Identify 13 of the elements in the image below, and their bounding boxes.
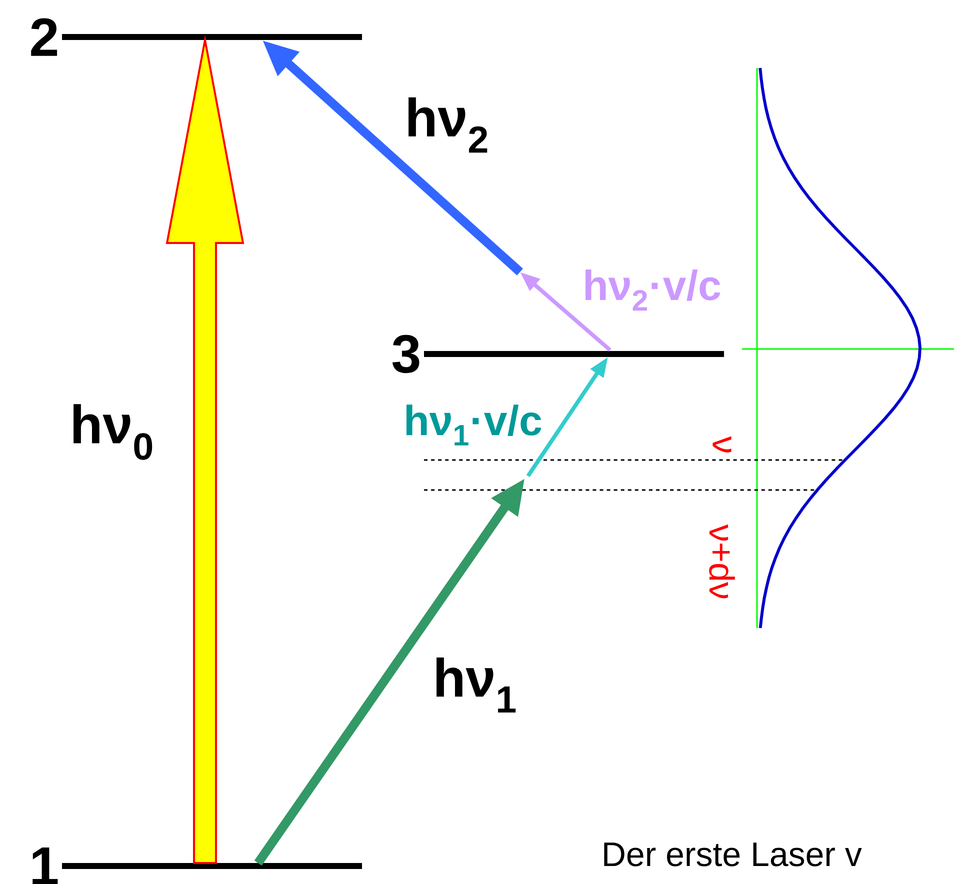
edge-label: hν$_{1}$ xyxy=(436,658,516,712)
energy-level: 3 xyxy=(392,334,724,374)
frequency-label: ν+dν xyxy=(709,524,735,598)
edge-label: hν$_{2}$ xyxy=(408,97,488,153)
frequency-label: ν xyxy=(712,436,732,452)
node-label: 2 xyxy=(31,18,58,56)
edge-label: hν$_{1}$·v/c xyxy=(406,404,542,446)
energy-level: 2 xyxy=(31,18,362,56)
arrow xyxy=(166,34,244,864)
edge-label: hν$_{2}$·v/c xyxy=(586,269,720,311)
caption-text: Der erste Laser v xyxy=(604,842,862,866)
node-label: 3 xyxy=(392,334,420,374)
edge-label: hν$_{0}$ xyxy=(74,404,152,460)
